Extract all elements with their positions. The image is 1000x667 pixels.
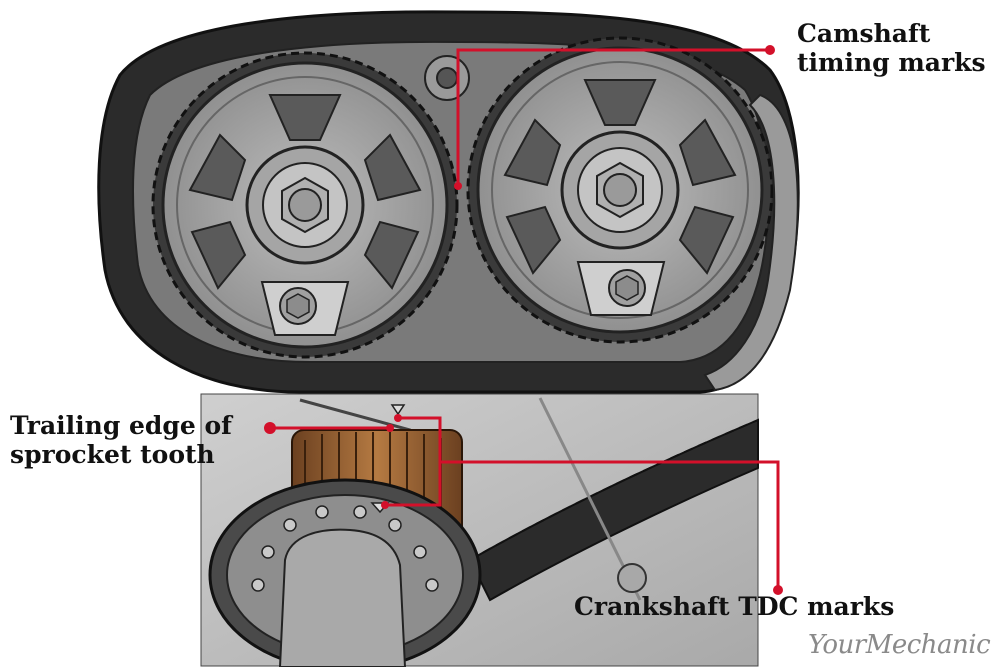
crankshaft-inset xyxy=(200,393,759,667)
right-cam-sprocket xyxy=(466,36,774,344)
camshaft-assembly xyxy=(97,10,800,394)
trailing-edge-label: Trailing edge of sprocket tooth xyxy=(10,411,232,470)
camshaft-label-line-2: timing marks xyxy=(797,47,986,77)
belt-tensioner-arm xyxy=(703,93,799,392)
crank-pulley xyxy=(208,478,482,667)
center-bolt xyxy=(424,55,470,101)
camshaft-timing-marks-label: Camshaft timing marks xyxy=(797,19,986,78)
camshaft-callout-line xyxy=(456,48,770,186)
crank-tdc-mark-upper xyxy=(390,404,406,416)
callout-dots xyxy=(264,45,783,595)
cover-bolt xyxy=(617,563,647,593)
crankshaft-tdc-marks-label: Crankshaft TDC marks xyxy=(574,592,895,621)
trailing-label-line-2: sprocket tooth xyxy=(10,439,215,469)
crankshaft-callout-line xyxy=(385,416,780,590)
left-cam-sprocket xyxy=(151,51,459,359)
yourmechanic-watermark: YourMechanic xyxy=(808,630,991,660)
trailing-label-line-1: Trailing edge of xyxy=(10,411,232,440)
callout-lines xyxy=(270,48,780,590)
camshaft-label-line-1: Camshaft xyxy=(797,19,931,48)
